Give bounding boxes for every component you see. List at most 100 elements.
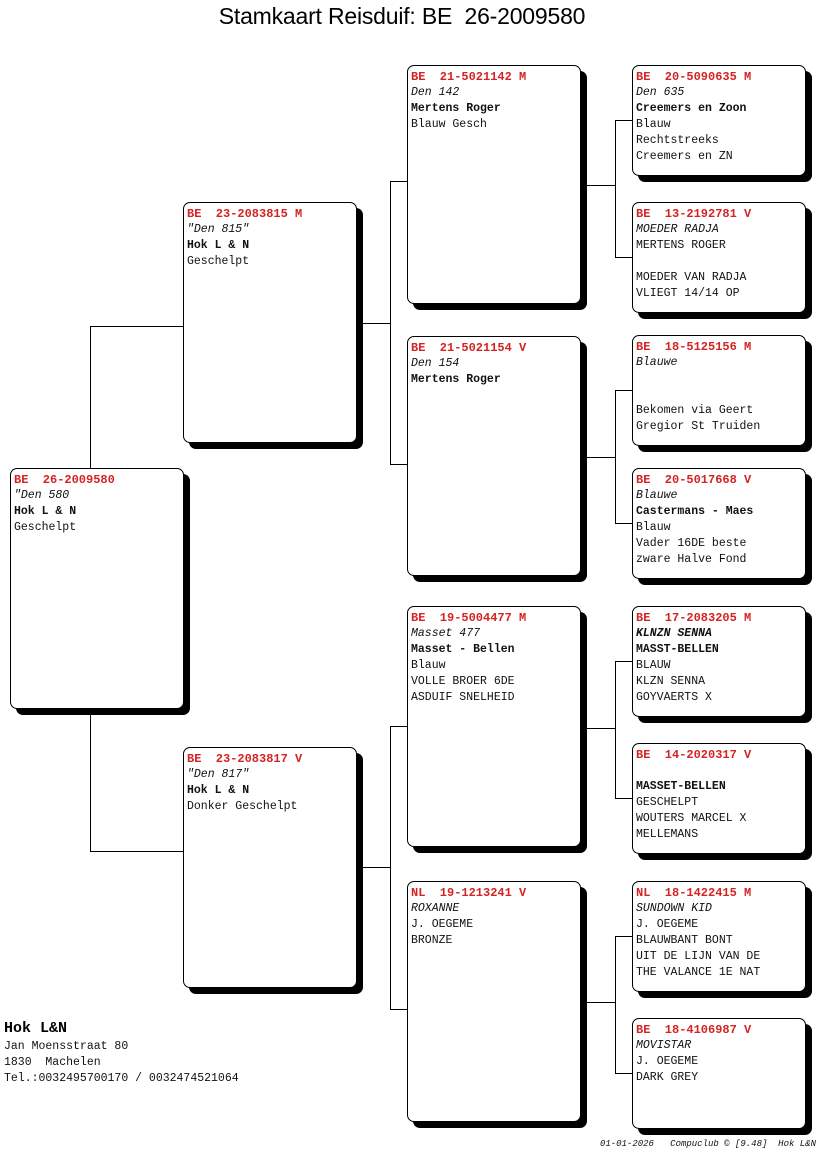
connector [615,936,632,937]
ring-number: BE 21-5021142 M [411,70,527,84]
page-title: Stamkaart Reisduif: BE 26-2009580 [218,3,586,29]
connector [90,326,91,468]
connector [362,323,390,324]
connector [390,464,407,465]
pigeon-name: SUNDOWN KID [636,902,712,915]
color-note: BRONZE [411,934,453,947]
connector [586,1002,615,1003]
owner-loft-name: Hok L&N [4,1020,68,1037]
pigeon-name: MOEDER RADJA [636,223,719,236]
remark-line: Vader 16DE beste [636,537,747,550]
remark-line: KLZN SENNA [636,675,706,688]
connector [615,936,616,1073]
ring-number: BE 19-5004477 M [411,611,527,625]
owner-name: Hok L & N [187,239,250,252]
color-note [636,254,802,270]
pigeon-name: KLNZN SENNA [636,627,712,640]
owner-street: Jan Moensstraat 80 [4,1040,129,1053]
connector [390,181,391,464]
pigeon-card-dam-sire[interactable]: BE 19-5004477 M Masset 477 Masset - Bell… [407,606,581,847]
pigeon-card-subject[interactable]: BE 26-2009580 "Den 580 Hok L & N Geschel… [10,468,184,709]
owner-name [636,371,802,387]
pigeon-name: Den 635 [636,86,685,99]
connector [615,1073,632,1074]
connector [586,185,615,186]
owner-name: Hok L & N [187,784,250,797]
connector [615,523,632,524]
footer-print-info: 01-01-2026 Compuclub © [9.48] Hok L&N [599,1139,816,1149]
color-note: Donker Geschelpt [187,800,298,813]
pigeon-name: MOVISTAR [636,1039,692,1052]
color-note: Geschelpt [14,521,77,534]
pigeon-card-dd-dam[interactable]: BE 18-4106987 V MOVISTAR J. OEGEME DARK … [632,1018,806,1129]
owner-name: J. OEGEME [636,1055,699,1068]
ring-number: NL 19-1213241 V [411,886,527,900]
owner-name: MERTENS ROGER [636,239,726,252]
ring-number: BE 18-5125156 M [636,340,752,354]
owner-name: Castermans - Maes [636,505,754,518]
owner-name: Creemers en Zoon [636,102,747,115]
remark-line: zware Halve Fond [636,553,747,566]
remark-line: Bekomen via Geert [636,404,754,417]
pigeon-card-ds-sire[interactable]: BE 17-2083205 M KLNZN SENNA MASST-BELLEN… [632,606,806,717]
connector [90,714,91,851]
ring-number: BE 26-2009580 [14,473,115,487]
owner-name: Mertens Roger [411,373,501,386]
remark-line: GOYVAERTS X [636,691,712,704]
remark-line: Creemers en ZN [636,150,733,163]
pigeon-name: "Den 580 [14,489,70,502]
connector [586,728,615,729]
connector [90,851,183,852]
connector [615,798,632,799]
pigeon-name: Den 142 [411,86,460,99]
connector [615,390,616,523]
pigeon-card-ss-sire[interactable]: BE 20-5090635 M Den 635 Creemers en Zoon… [632,65,806,176]
remark-line: MELLEMANS [636,828,699,841]
connector [615,120,632,121]
connector [390,726,391,1009]
owner-name: MASST-BELLEN [636,643,719,656]
pigeon-name: "Den 815" [187,223,250,236]
ring-number: BE 20-5090635 M [636,70,752,84]
pigeon-card-dd-sire[interactable]: NL 18-1422415 M SUNDOWN KID J. OEGEME BL… [632,881,806,992]
connector [615,120,616,257]
pigeon-name: Blauwe [636,356,678,369]
color-note: Blauw [636,521,671,534]
owner-name: Masset - Bellen [411,643,515,656]
ring-number: BE 18-4106987 V [636,1023,752,1037]
ring-number: BE 23-2083817 V [187,752,303,766]
pigeon-card-sire[interactable]: BE 23-2083815 M "Den 815" Hok L & N Gesc… [183,202,357,443]
connector [90,326,183,327]
owner-address: Hok L&N Jan Moensstraat 80 1830 Machelen… [4,1019,239,1087]
ring-number: BE 13-2192781 V [636,207,752,221]
pigeon-name: Masset 477 [411,627,481,640]
remark-line: THE VALANCE 1E NAT [636,966,761,979]
connector [362,867,390,868]
owner-name: J. OEGEME [636,918,699,931]
pigeon-name: Den 154 [411,357,460,370]
pigeon-card-ds-dam[interactable]: BE 14-2020317 V MASSET-BELLEN GESCHELPT … [632,743,806,854]
owner-name: MASSET-BELLEN [636,780,726,793]
owner-phone: Tel.:0032495700170 / 0032474521064 [4,1072,239,1085]
connector [586,457,615,458]
pigeon-card-sire-dam[interactable]: BE 21-5021154 V Den 154 Mertens Roger [407,336,581,576]
pigeon-card-dam-dam[interactable]: NL 19-1213241 V ROXANNE J. OEGEME BRONZE [407,881,581,1122]
pigeon-name [636,763,802,779]
pigeon-card-sd-sire[interactable]: BE 18-5125156 M Blauwe Bekomen via Geert… [632,335,806,446]
remark-line: Gregior St Truiden [636,420,761,433]
remark-line: UIT DE LIJN VAN DE [636,950,761,963]
color-note [636,387,802,403]
color-note: Blauw Gesch [411,118,487,131]
owner-name: Mertens Roger [411,102,501,115]
pigeon-card-sd-dam[interactable]: BE 20-5017668 V Blauwe Castermans - Maes… [632,468,806,579]
remark-line: VLIEGT 14/14 OP [636,287,740,300]
color-note: DARK GREY [636,1071,699,1084]
ring-number: BE 20-5017668 V [636,473,752,487]
pigeon-card-dam[interactable]: BE 23-2083817 V "Den 817" Hok L & N Donk… [183,747,357,988]
pigeon-card-sire-sire[interactable]: BE 21-5021142 M Den 142 Mertens Roger Bl… [407,65,581,304]
pigeon-card-ss-dam[interactable]: BE 13-2192781 V MOEDER RADJA MERTENS ROG… [632,202,806,313]
ring-number: NL 18-1422415 M [636,886,752,900]
connector [615,661,616,798]
owner-name: J. OEGEME [411,918,474,931]
color-note: Blauw [636,118,671,131]
